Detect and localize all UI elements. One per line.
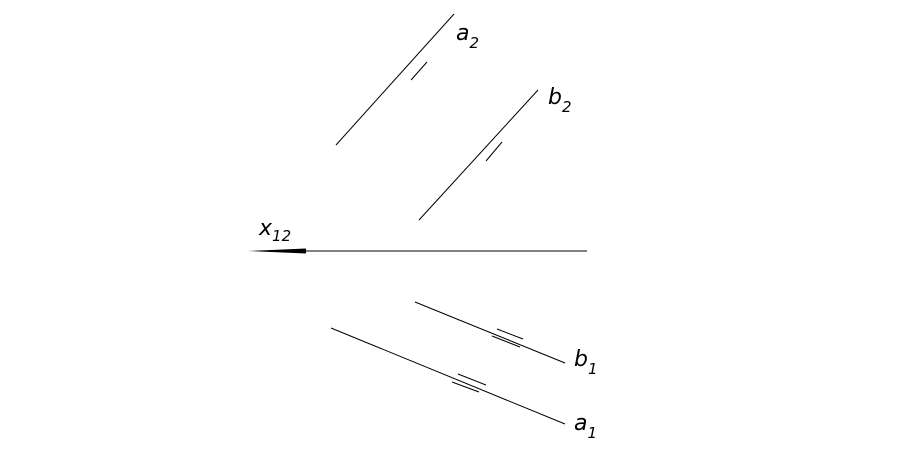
axis-arrowhead — [248, 248, 306, 254]
line-a1-segment — [330, 327, 566, 425]
label-axis-subscript: 12 — [272, 227, 291, 245]
label-b1-base: b — [574, 347, 588, 372]
line-a1-parallel-mark-2 — [451, 381, 480, 393]
line-b1-segment — [414, 301, 566, 364]
line-b1 — [414, 301, 566, 364]
line-a1 — [330, 327, 566, 425]
label-b2-subscript: 2 — [562, 98, 572, 116]
label-a1-base: a — [574, 411, 587, 436]
line-b2-segment — [418, 89, 539, 221]
line-b2-parallel-mark — [485, 141, 503, 162]
line-a2 — [335, 13, 455, 146]
line-b1-parallel-mark-1 — [496, 328, 524, 340]
label-a2-subscript: 2 — [469, 34, 479, 52]
line-b1-parallel-mark-2 — [491, 335, 521, 348]
line-a2-parallel-mark — [410, 61, 428, 81]
label-a2: a2 — [456, 21, 479, 52]
label-b2-base: b — [548, 85, 562, 110]
label-a1: a1 — [574, 411, 597, 442]
label-a2-base: a — [456, 21, 469, 46]
label-a1-subscript: 1 — [587, 424, 597, 442]
label-b1-subscript: 1 — [588, 360, 598, 378]
axis-x12 — [248, 248, 587, 254]
label-b1: b1 — [574, 347, 598, 378]
line-a2-segment — [335, 13, 455, 146]
label-b2: b2 — [548, 85, 572, 116]
line-b2 — [418, 89, 539, 221]
label-axis: x12 — [258, 216, 291, 245]
line-a1-parallel-mark-1 — [457, 373, 487, 386]
label-axis-base: x — [258, 216, 273, 241]
